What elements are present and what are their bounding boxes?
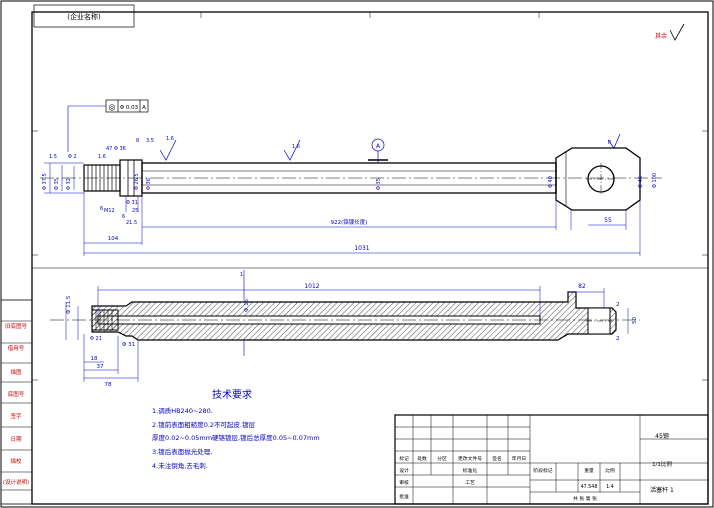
- dim-1-6-left: 1.6: [98, 154, 106, 160]
- tb-process: 工艺: [465, 480, 475, 486]
- roughness-note: 其余: [655, 23, 685, 41]
- tb-material: 45钢: [655, 432, 669, 440]
- dim-922: 922(铬镀长度): [331, 218, 368, 226]
- dim-21-5: 21.5: [126, 220, 137, 226]
- tb-hdr-0: 标记: [399, 455, 409, 462]
- dim-phi40: Φ 40: [548, 176, 554, 188]
- dim-phi100: Φ 100: [652, 173, 658, 188]
- roughness-rod: 1.6: [292, 144, 300, 150]
- gtol-symbol: ◎: [109, 103, 116, 112]
- tb-weight: 47.548: [581, 484, 598, 490]
- dim-phi31-sec: Φ 31: [122, 342, 135, 348]
- strip-label-3: 底图号: [8, 390, 25, 398]
- gtol-frame: ◎ Φ 0.03 A: [67, 99, 149, 152]
- datum-label: A: [376, 143, 381, 150]
- dim-phi46: Φ 46: [638, 176, 644, 188]
- section-cut-label: 1: [240, 272, 243, 278]
- tech-req-item-0: 1.调质HB240~280.: [152, 406, 213, 415]
- dim-right-2: 2: [616, 302, 620, 308]
- tb-hdr-1: 处数: [417, 455, 427, 462]
- gtol-value: Φ 0.03: [120, 105, 139, 111]
- tb-hdr-5: 年月日: [512, 455, 526, 462]
- dim-phi15: Φ 15: [244, 298, 250, 312]
- tb-check: 审核: [399, 479, 409, 486]
- dim-1-6-b: 1.6: [166, 136, 174, 142]
- sheet-inner-border: [31, 11, 709, 505]
- dim-6-a: 6: [100, 206, 103, 212]
- tb-hdr-2: 分区: [437, 455, 447, 462]
- dim-6-b: 6: [122, 214, 125, 220]
- tech-req-title: 技术要求: [212, 388, 252, 401]
- top-dim-labels: 1.5 Φ 2 1.6 3.5 8 47 Φ 36 Φ 37.5 Φ 35 Φ …: [42, 136, 658, 226]
- top-view: ◎ Φ 0.03 A A 1.6 1.5 Φ 2 1.6 3.5 8 47 Φ …: [40, 99, 662, 256]
- dim-82: 82: [578, 283, 586, 290]
- title-block: 标记 处数 分区 更改文件号 签名 年月日 设计 标准化 审核 工艺 批准 阶段…: [394, 414, 709, 505]
- datum-marker: A: [368, 138, 388, 163]
- tb-hdr-4: 签名: [492, 455, 502, 462]
- dim-50: 50: [632, 317, 638, 324]
- strip-label-2: 描图: [10, 368, 22, 376]
- stamp-label: (企业名称): [67, 12, 101, 21]
- dim-phi11-5: Φ 11.5: [66, 295, 72, 314]
- tech-req-item-4: 4.未注倒角,去毛刺.: [152, 461, 208, 470]
- tb-stage-2: 比例: [605, 467, 615, 474]
- dim-1031: 1031: [354, 245, 369, 252]
- strip-label-6: 描校: [10, 457, 22, 465]
- tb-part-name: 活塞杆 1: [650, 486, 674, 494]
- tech-requirements: 技术要求 1.调质HB240~280. 2.镀前表面粗糙度0.2不可起皮.镀层 …: [152, 388, 320, 470]
- tech-req-item-3: 3.镀后表面抛光处理.: [152, 447, 212, 456]
- tb-mid-right: 1/1比例: [652, 460, 672, 468]
- section-dim-lines: [65, 286, 629, 382]
- left-strip: 旧底图号 借用号 描图 底图号 签字 日期 描校 (设计说明): [0, 299, 33, 505]
- strip-label-7: (设计说明): [3, 478, 29, 486]
- tech-req-item-2: 厚度0.02~0.05mm硬铬镀层,镀后总厚度0.05~0.07mm: [152, 433, 320, 442]
- dim-phi26-5: Φ 26.5: [134, 173, 140, 190]
- roughness-note-text: 其余: [655, 32, 667, 40]
- dim-47-phi36: 47 Φ 36: [106, 146, 126, 152]
- tb-scale: 1:4: [606, 484, 614, 490]
- stamp-box: (企业名称): [33, 4, 135, 28]
- tb-approve: 批准: [399, 493, 409, 500]
- dim-m12: M12: [104, 208, 115, 214]
- section-view: 1 1012 82 Φ 15 Φ 11.5 Φ 31 18 37 78 Φ 21…: [50, 270, 640, 388]
- dim-phi2: Φ 2: [68, 154, 77, 160]
- gtol-datum: A: [142, 105, 146, 111]
- tech-req-item-1: 2.镀前表面粗糙度0.2不可起皮.镀层: [152, 420, 256, 429]
- dim-3-5: 3.5: [146, 138, 154, 144]
- dim-55: 55: [604, 217, 612, 224]
- dim-phi35-a: Φ 35: [54, 178, 60, 190]
- strip-label-0: 旧底图号: [5, 322, 28, 330]
- dim-8: 8: [136, 138, 139, 144]
- tb-sheet-info: 共 张 第 张: [573, 495, 597, 502]
- thread-end-top: [83, 164, 121, 192]
- tb-std: 标准化: [463, 467, 478, 474]
- dim-phi36: Φ 36: [146, 178, 152, 190]
- strip-label-4: 签字: [10, 412, 22, 420]
- dim-78: 78: [105, 382, 112, 388]
- zone-ticks: [32, 12, 708, 381]
- tb-designer: 设计: [399, 467, 409, 474]
- dim-1012: 1012: [304, 283, 319, 290]
- dim-right-2b: 2: [616, 336, 620, 342]
- tb-stage-1: 重量: [584, 467, 594, 474]
- dim-104: 104: [108, 236, 119, 242]
- dim-18: 18: [91, 356, 98, 362]
- top-dim-lines: [44, 162, 641, 256]
- dim-phi21: Φ 21: [90, 336, 102, 342]
- strip-label-5: 日期: [10, 436, 22, 443]
- dim-phi31: Φ 31: [126, 200, 138, 206]
- dim-phi37-5: Φ 37.5: [42, 173, 48, 190]
- dim-37: 37: [97, 364, 104, 370]
- dim-1-5: 1.5: [49, 154, 57, 160]
- tb-stage-0: 阶段标记: [533, 467, 552, 474]
- dim-phi32: Φ 32: [66, 178, 72, 190]
- tb-hdr-3: 更改文件号: [458, 455, 482, 462]
- dim-phi35-b: Φ 35: [376, 178, 382, 190]
- strip-label-1: 借用号: [8, 344, 25, 352]
- dim-25: 25: [132, 208, 138, 214]
- dim-r: R: [608, 140, 612, 146]
